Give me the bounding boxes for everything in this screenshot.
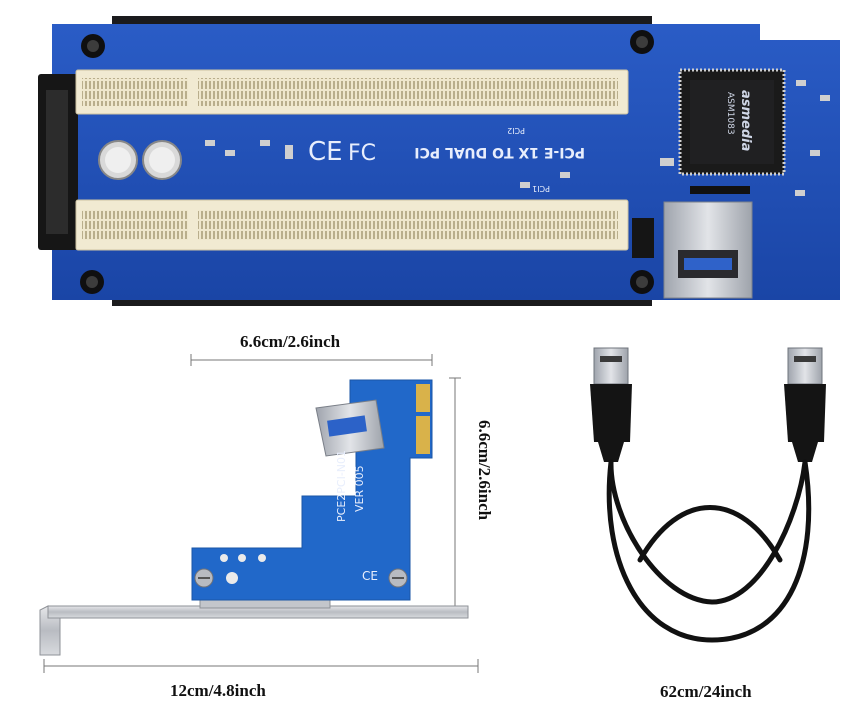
ce-mark-icon: CE (308, 137, 343, 167)
usb-extension-cable (590, 347, 826, 643)
bracket-length-label: 12cm/4.8inch (170, 681, 266, 700)
gold-fingers (416, 384, 430, 454)
metal-bracket (39, 599, 469, 656)
dual-pci-adapter-board: CE FC PCI-E 1X TO DUAL PCI PCI2 PCI1 asm… (38, 16, 840, 306)
capacitor-icon (98, 140, 182, 180)
pci-slot-bottom (75, 199, 629, 251)
chip-brand: asmedia (738, 90, 753, 151)
slot-label-top: PCI2 (507, 126, 525, 135)
usb-plug-right (784, 347, 826, 462)
card-usb-port (315, 399, 385, 457)
card-version: VER 005 (353, 465, 366, 512)
pcie-x1-card-with-bracket: PCE2PCI-N01 VER 005 CE (39, 354, 479, 673)
adapter-height-label: 6.6cm/2.6inch (475, 420, 494, 521)
fcc-mark-icon: FC (348, 141, 376, 166)
usb-plug-left (590, 347, 632, 462)
cable-length-label: 62cm/24inch (660, 682, 752, 701)
card-holes (220, 554, 266, 584)
mounting-hole-icon (80, 30, 654, 294)
card-ce-mark-icon: CE (362, 569, 378, 583)
controller-chip: asmedia ASM1083 (678, 68, 786, 176)
screw-icon (194, 568, 408, 588)
pci-slot-top (75, 69, 629, 115)
usb-port (632, 201, 753, 299)
dimension-lines (43, 354, 479, 673)
card-model: PCE2PCI-N01 (335, 450, 348, 522)
board-silkscreen-title: PCI-E 1X TO DUAL PCI (414, 144, 585, 160)
card-pcb (191, 379, 433, 601)
chip-model: ASM1083 (725, 92, 735, 135)
adapter-width-label: 6.6cm/2.6inch (240, 332, 341, 351)
slot-label-bottom: PCI1 (532, 184, 550, 193)
smd-components (205, 80, 830, 196)
